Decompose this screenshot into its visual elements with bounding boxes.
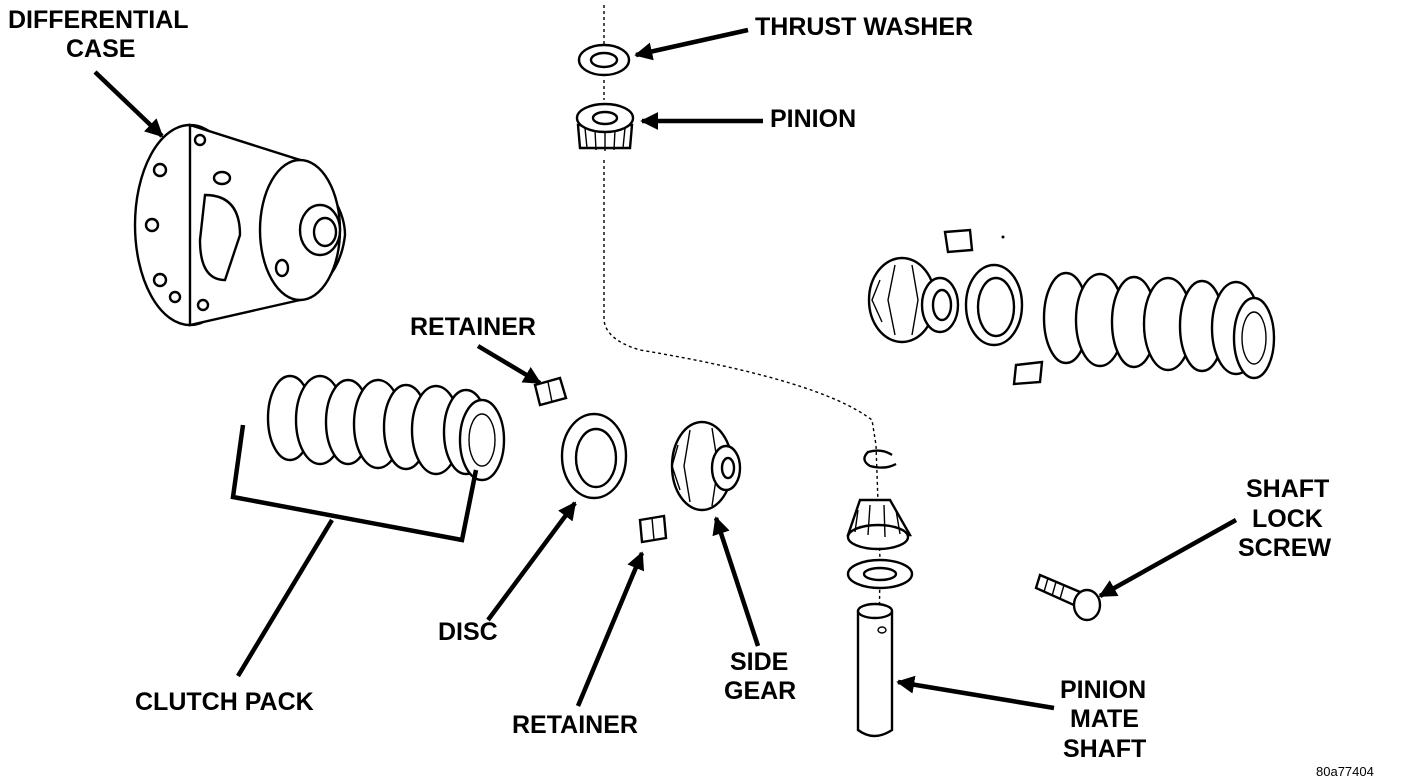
label-retainer-top: RETAINER [410, 313, 536, 341]
leader-differential-case [93, 70, 164, 138]
label-clutch-pack: CLUTCH PACK [135, 688, 314, 716]
label-differential: DIFFERENTIAL [8, 6, 189, 34]
label-pinion-mate-1: PINION [1060, 676, 1146, 704]
right-side-assembly [867, 228, 1276, 386]
leader-retainer-bottom [575, 551, 645, 707]
disc [560, 412, 628, 500]
label-side: SIDE [730, 648, 788, 676]
side-gear [670, 420, 742, 512]
label-pinion-top: PINION [770, 105, 856, 133]
label-retainer-bottom: RETAINER [512, 711, 638, 739]
leader-side-gear [712, 516, 761, 647]
pinion-gear-bottom [846, 498, 913, 551]
speck [1001, 235, 1005, 239]
label-screw: SCREW [1238, 534, 1331, 562]
label-pinion-mate-3: SHAFT [1063, 735, 1146, 763]
leader-pinion-mate-shaft [896, 675, 1055, 711]
label-shaft: SHAFT [1246, 475, 1329, 503]
retainer-bottom [638, 514, 668, 544]
retainer-top [533, 376, 568, 407]
label-thrust-washer: THRUST WASHER [755, 13, 973, 41]
leader-clutch-pack [236, 518, 334, 678]
assembly-centerline [603, 5, 881, 741]
snap-ring [863, 449, 897, 469]
clutch-pack-bracket [230, 424, 479, 543]
thrust-washer-top [577, 43, 631, 77]
label-gear: GEAR [724, 677, 796, 705]
differential-case [133, 123, 347, 327]
pinion-mate-shaft [856, 602, 894, 738]
clutch-pack [266, 374, 506, 482]
leader-disc [486, 501, 577, 622]
thrust-washer-bottom [846, 558, 914, 590]
label-pinion-mate-2: MATE [1070, 705, 1139, 733]
pinion-gear-top [575, 102, 635, 151]
leader-shaft-lock-screw [1098, 518, 1238, 598]
label-case: CASE [66, 35, 135, 63]
label-disc: DISC [438, 618, 498, 646]
shaft-lock-screw [1034, 573, 1102, 622]
figure-id: 80a77404 [1316, 764, 1374, 779]
label-lock: LOCK [1252, 505, 1323, 533]
leader-retainer-top [476, 344, 542, 385]
leader-thrust-washer [634, 27, 749, 61]
